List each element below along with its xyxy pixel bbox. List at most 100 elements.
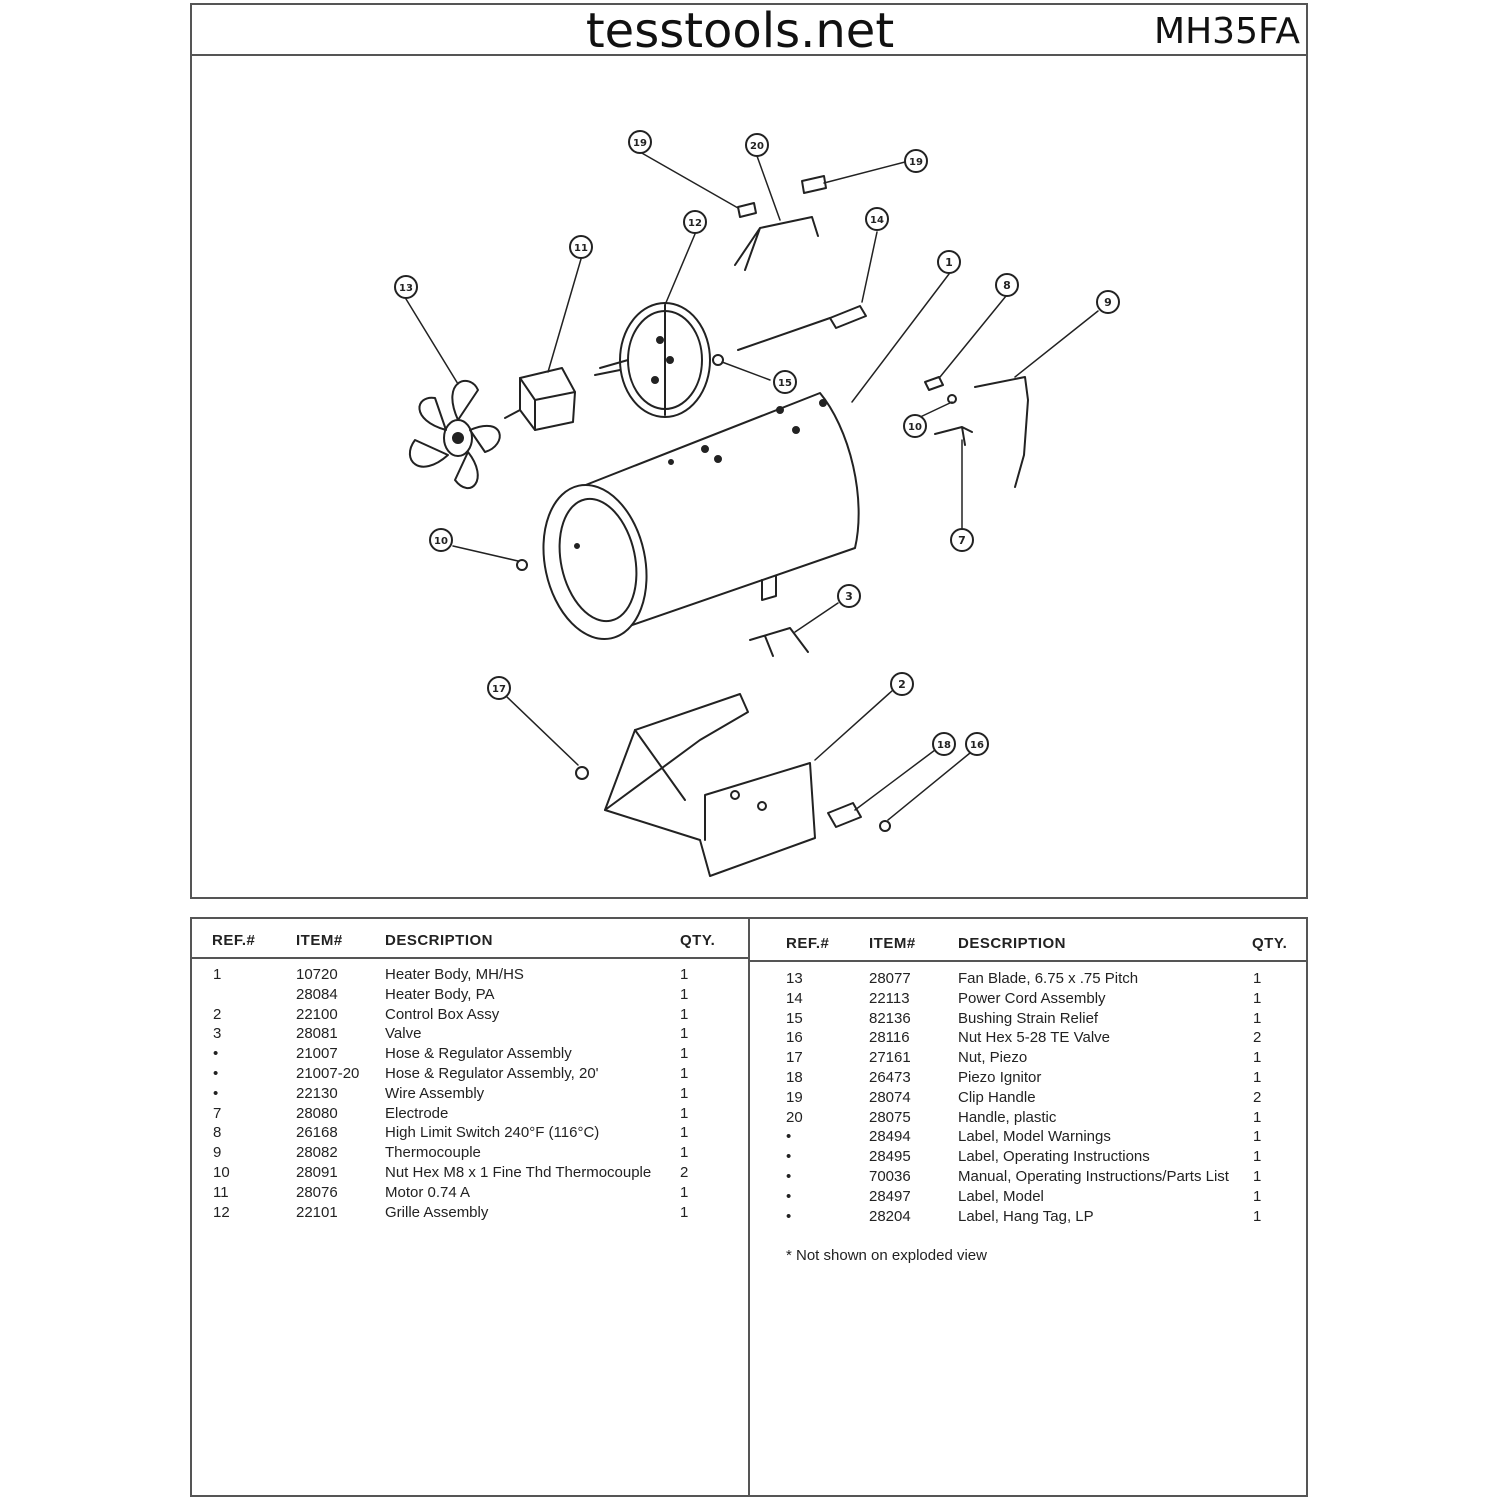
qty-cell: 1 bbox=[680, 1144, 689, 1162]
description-cell: Heater Body, PA bbox=[385, 985, 495, 1003]
site-title: tesstools.net bbox=[585, 3, 895, 59]
item-cell: 28075 bbox=[869, 1108, 911, 1126]
callout-number: 13 bbox=[399, 283, 413, 294]
ref-cell: • bbox=[213, 1084, 219, 1102]
qty-cell: 1 bbox=[1253, 970, 1262, 987]
qty-cell: 1 bbox=[1253, 1049, 1262, 1067]
callout-number: 10 bbox=[908, 422, 922, 433]
item-cell: 28077 bbox=[869, 970, 911, 987]
callout-number: 12 bbox=[688, 218, 702, 229]
callout-number: 15 bbox=[778, 378, 792, 389]
callout-number: 18 bbox=[937, 740, 951, 751]
heater-body-part bbox=[542, 392, 860, 641]
valve-nut-part bbox=[879, 820, 891, 832]
callout-circle bbox=[965, 732, 989, 756]
description-cell: Hose & Regulator Assembly, 20' bbox=[385, 1064, 599, 1082]
callout-circle bbox=[932, 732, 956, 756]
item-cell: 26168 bbox=[296, 1124, 338, 1142]
power-cord-part bbox=[737, 305, 867, 351]
item-cell: 26473 bbox=[869, 1068, 911, 1086]
callout-number: 10 bbox=[434, 536, 448, 547]
motor-part bbox=[504, 367, 576, 431]
ref-cell: 13 bbox=[786, 970, 803, 987]
callout-circle bbox=[865, 207, 889, 231]
callout-circle bbox=[937, 250, 961, 274]
right-header-ref: REF.# bbox=[786, 935, 830, 952]
ref-cell: • bbox=[786, 1148, 792, 1166]
table-row: 13 28077 Fan Blade, 6.75 x .75 Pitch 1 bbox=[786, 969, 1296, 989]
description-cell: Power Cord Assembly bbox=[958, 989, 1106, 1007]
right-header-qty: QTY. bbox=[1252, 935, 1288, 952]
item-cell: 27161 bbox=[869, 1049, 911, 1067]
right-header-rule bbox=[749, 960, 1308, 962]
description-cell: Nut Hex 5-28 TE Valve bbox=[958, 1029, 1111, 1047]
description-cell: Clip Handle bbox=[958, 1088, 1036, 1106]
footnote: * Not shown on exploded view bbox=[786, 1247, 987, 1264]
callout-circle bbox=[487, 676, 511, 700]
callout-circle bbox=[950, 528, 974, 552]
diagram-frame bbox=[190, 3, 1308, 899]
nut-part-2 bbox=[516, 559, 528, 571]
callout-circle bbox=[683, 210, 707, 234]
description-cell: Fan Blade, 6.75 x .75 Pitch bbox=[958, 970, 1139, 987]
qty-cell: 1 bbox=[680, 1104, 689, 1122]
item-cell: 28082 bbox=[296, 1144, 338, 1162]
left-header-ref: REF.# bbox=[212, 932, 256, 949]
description-cell: Grille Assembly bbox=[385, 1203, 489, 1221]
callout-circle bbox=[569, 235, 593, 259]
qty-cell: 1 bbox=[1253, 1068, 1262, 1086]
qty-cell: 2 bbox=[680, 1163, 689, 1181]
qty-cell: 1 bbox=[680, 1084, 689, 1102]
description-cell: Valve bbox=[385, 1025, 422, 1043]
item-cell: 28080 bbox=[296, 1104, 338, 1122]
callout-number: 8 bbox=[1003, 279, 1011, 292]
qty-cell: 1 bbox=[1253, 1187, 1262, 1205]
item-cell: 28204 bbox=[869, 1207, 911, 1225]
item-cell: 22100 bbox=[296, 1005, 338, 1023]
grille-part bbox=[594, 302, 711, 418]
handle-part bbox=[734, 175, 827, 271]
ref-cell: 16 bbox=[786, 1029, 803, 1047]
callout-circle bbox=[1096, 290, 1120, 314]
description-cell: Manual, Operating Instructions/Parts Lis… bbox=[958, 1167, 1229, 1185]
callout-number: 19 bbox=[909, 157, 923, 168]
description-cell: Label, Operating Instructions bbox=[958, 1148, 1150, 1166]
piezo-nut-part bbox=[575, 766, 589, 780]
item-cell: 21007-20 bbox=[296, 1064, 360, 1082]
qty-cell: 2 bbox=[1253, 1088, 1262, 1106]
qty-cell: 1 bbox=[680, 1025, 689, 1043]
description-cell: Thermocouple bbox=[385, 1144, 481, 1162]
description-cell: High Limit Switch 240°F (116°C) bbox=[385, 1124, 600, 1142]
qty-cell: 2 bbox=[1253, 1029, 1262, 1047]
qty-cell: 1 bbox=[1253, 1207, 1262, 1225]
description-cell: Nut Hex M8 x 1 Fine Thd Thermocouple bbox=[385, 1163, 652, 1181]
ref-cell: • bbox=[786, 1128, 792, 1146]
ref-cell: 15 bbox=[786, 1009, 803, 1027]
callout-number: 17 bbox=[492, 684, 506, 695]
ref-cell: 17 bbox=[786, 1049, 803, 1067]
description-cell: Motor 0.74 A bbox=[385, 1183, 471, 1201]
ref-cell: 3 bbox=[213, 1025, 222, 1043]
ref-cell: • bbox=[213, 1045, 219, 1063]
callout-number: 14 bbox=[870, 215, 884, 226]
electrode-part bbox=[934, 426, 973, 446]
ref-cell: 2 bbox=[213, 1005, 222, 1023]
ref-cell: 14 bbox=[786, 989, 803, 1007]
ref-cell: 18 bbox=[786, 1068, 803, 1086]
description-cell: Bushing Strain Relief bbox=[958, 1009, 1099, 1027]
qty-cell: 1 bbox=[680, 1124, 689, 1142]
ref-cell: • bbox=[786, 1187, 792, 1205]
thermocouple-part bbox=[974, 376, 1029, 488]
